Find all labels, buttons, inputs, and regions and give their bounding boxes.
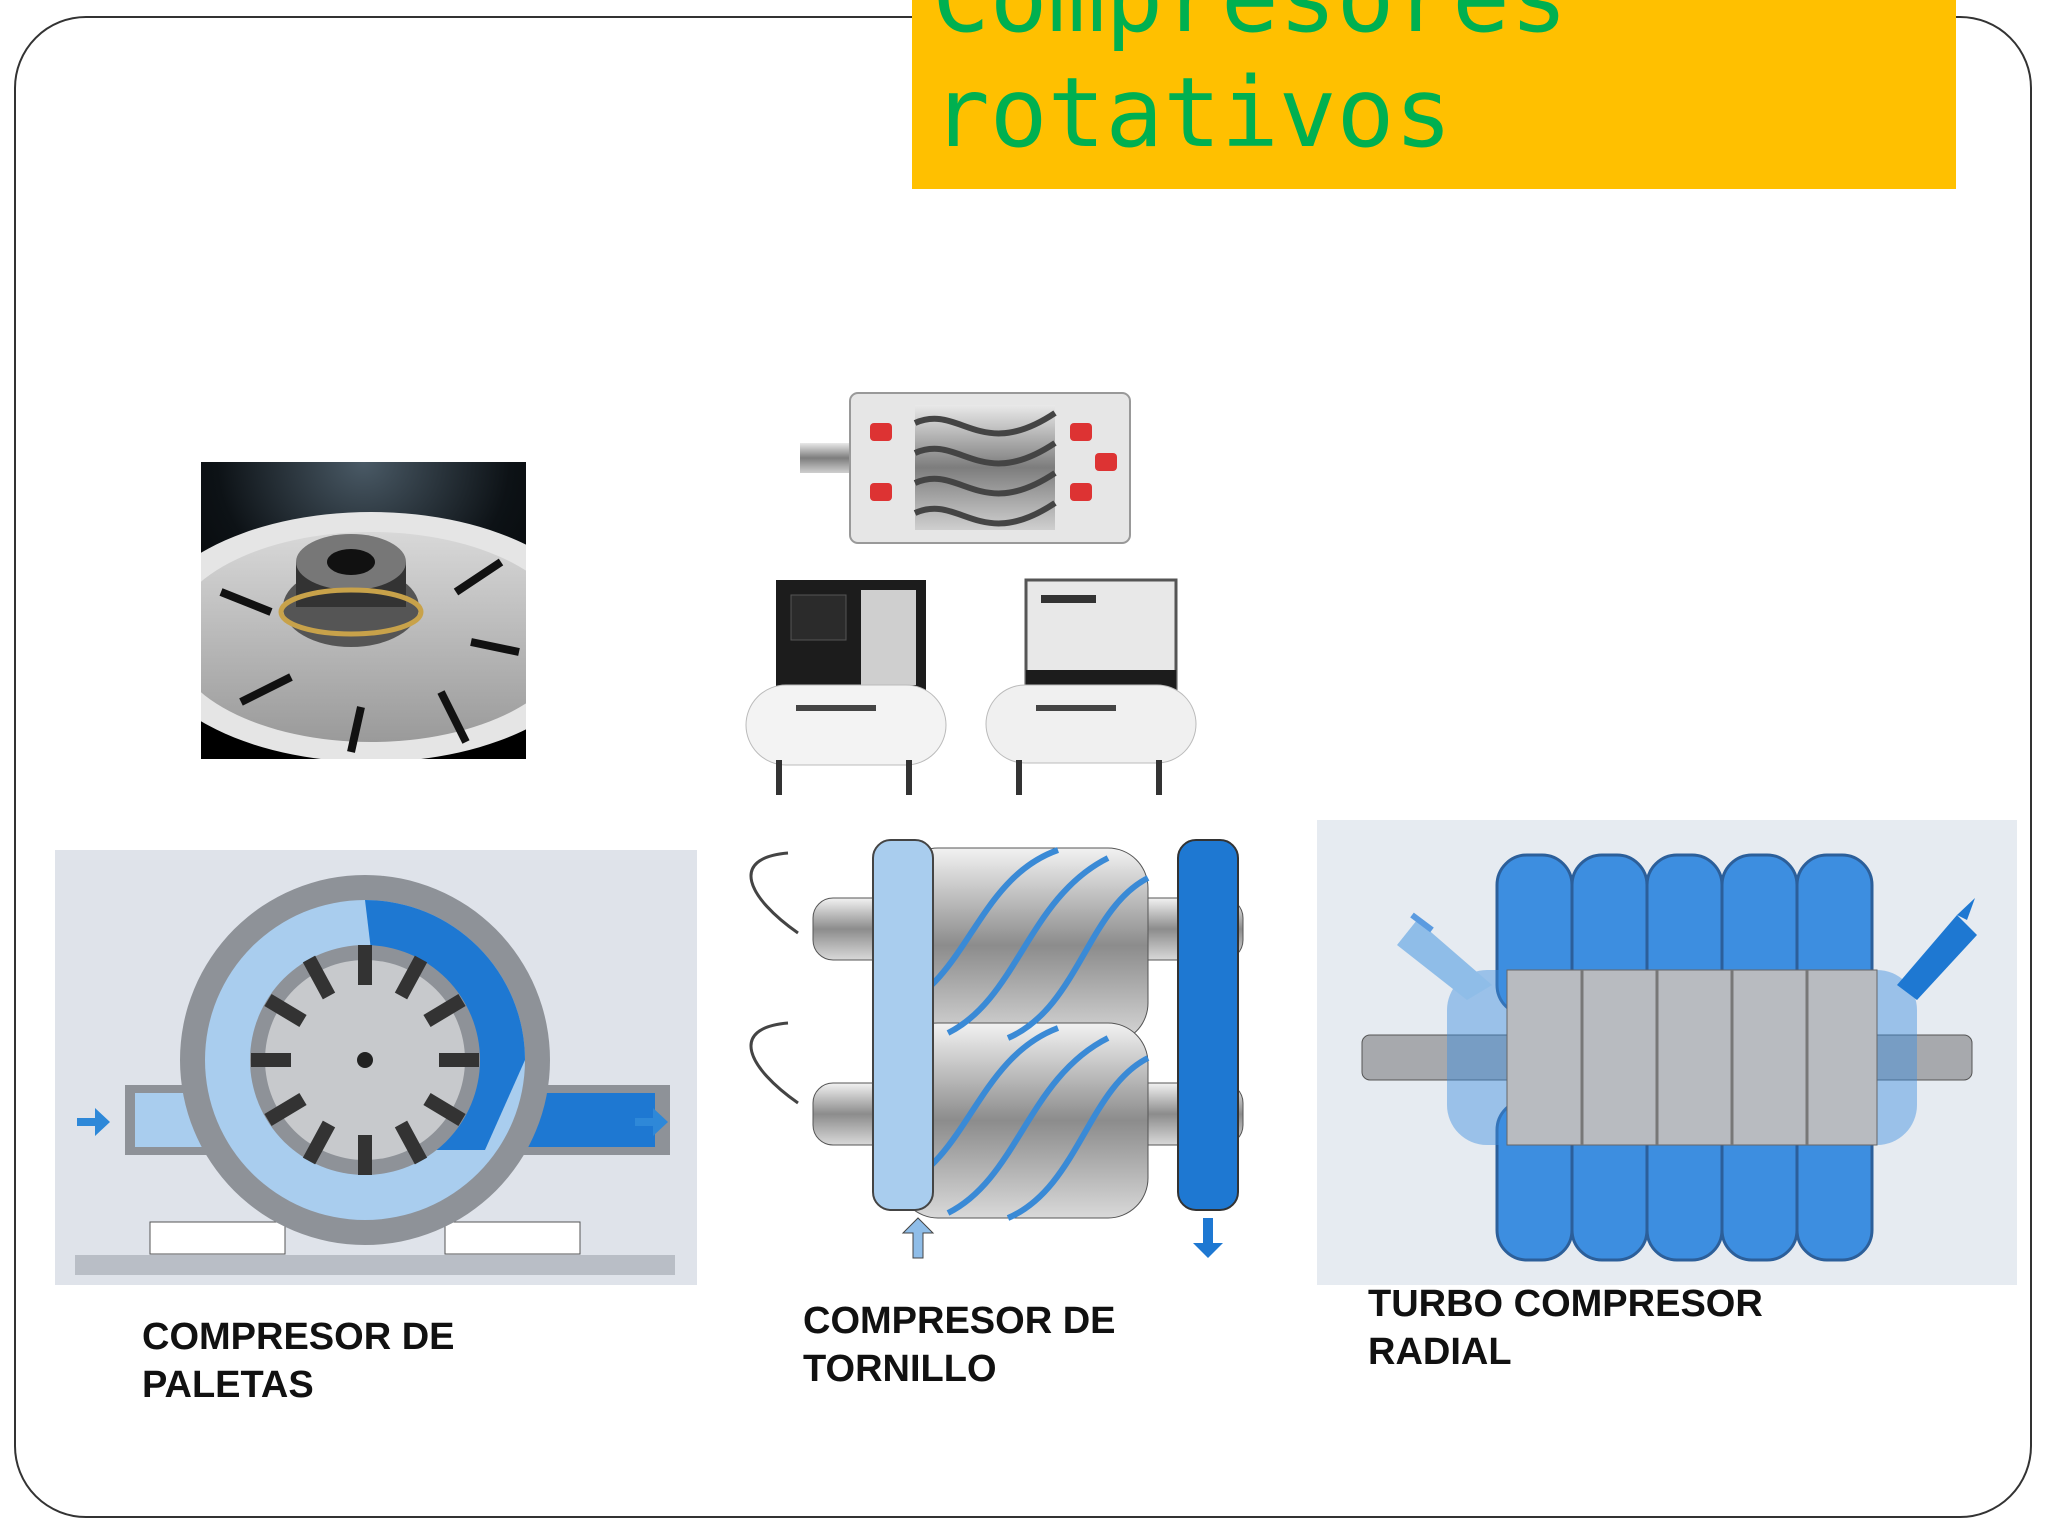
caption-tornillo: COMPRESOR DE TORNILLO xyxy=(803,1297,1115,1393)
screw-compressor-diagram xyxy=(728,838,1298,1278)
screw-cutaway-photo xyxy=(800,383,1135,563)
vane-compressor-diagram xyxy=(55,850,697,1285)
caption-turbo-line-1: TURBO COMPRESOR xyxy=(1368,1283,1763,1325)
tank-compressor-photo xyxy=(736,575,1214,800)
vane-rotor-photo xyxy=(201,462,526,759)
caption-paletas-line-2: PALETAS xyxy=(142,1364,314,1406)
caption-turbo: TURBO COMPRESOR RADIAL xyxy=(1368,1280,1763,1376)
caption-tornillo-line-1: COMPRESOR DE xyxy=(803,1300,1116,1342)
caption-turbo-line-2: RADIAL xyxy=(1368,1331,1512,1373)
turbo-compressor-diagram xyxy=(1317,820,2017,1285)
title-banner: Compresores rotativos xyxy=(912,0,1956,189)
title-line-1: Compresores xyxy=(932,0,1568,46)
caption-paletas: COMPRESOR DE PALETAS xyxy=(142,1313,454,1409)
caption-paletas-line-1: COMPRESOR DE xyxy=(142,1316,455,1358)
caption-tornillo-line-2: TORNILLO xyxy=(803,1348,997,1390)
title-line-2: rotativos xyxy=(932,57,1453,169)
